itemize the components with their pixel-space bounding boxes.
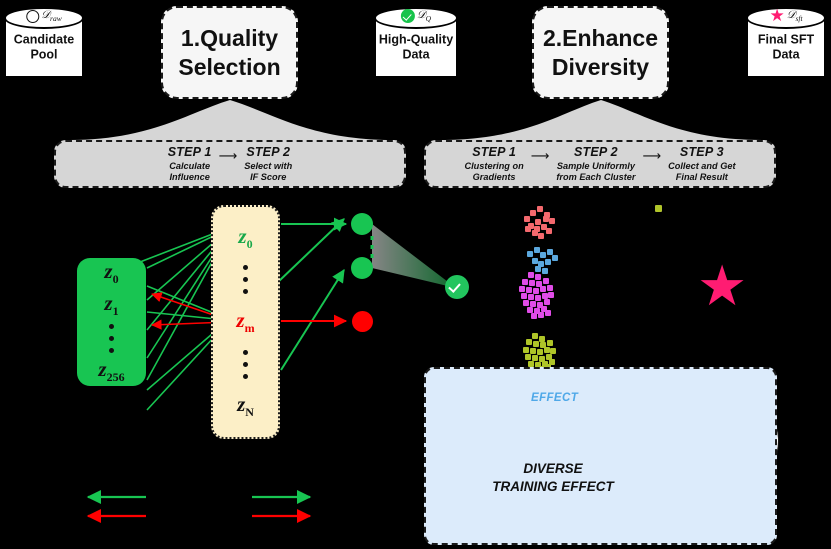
z-label-1: z1	[104, 291, 119, 319]
cluster-olive	[522, 333, 564, 373]
badge-quality: 𝒟Q	[400, 9, 432, 24]
check-icon	[400, 9, 415, 24]
vertical-dots	[243, 265, 248, 295]
candidate-set-box: z0 zm zN	[211, 205, 280, 439]
step-heading: STEP 3	[679, 145, 724, 160]
step-arrow-icon: ⟶	[218, 148, 238, 163]
z-label-256: z256	[98, 356, 125, 384]
effect-label: EFFECT	[531, 392, 579, 404]
badge-raw: 𝒟raw	[26, 9, 62, 24]
funnel-quality	[70, 100, 392, 146]
final-star-icon: ★	[697, 254, 748, 317]
star-icon: ★	[769, 6, 785, 26]
step-arrow-icon: ⟶	[642, 148, 662, 163]
badge-label: 𝒟raw	[41, 9, 62, 24]
step-heading: STEP 1	[167, 145, 212, 160]
accepted-node	[445, 275, 469, 299]
vertical-dots	[109, 323, 114, 353]
cylinder-top	[4, 7, 84, 29]
ring-icon	[26, 9, 40, 23]
cluster-blue	[525, 247, 563, 277]
validation-set-box: z0 z1 z256	[77, 258, 146, 386]
positive-node-1	[351, 213, 373, 235]
z-label-m: zm	[236, 307, 255, 336]
z-label-n: zN	[237, 392, 254, 420]
step-heading: STEP 1	[472, 145, 516, 160]
cluster-magenta	[518, 272, 564, 319]
selection-arrows-green	[277, 217, 348, 371]
legend-arrows	[86, 489, 312, 524]
sampled-column	[655, 205, 671, 375]
step-heading: STEP 2	[246, 145, 291, 160]
cylinder-top	[746, 7, 826, 29]
diverse-training-effect-panel	[424, 367, 777, 545]
positive-node-2	[351, 257, 373, 279]
z-label-0: z0	[104, 259, 119, 287]
badge-label: 𝒟Q	[416, 9, 432, 24]
funnel-diversity	[440, 100, 762, 146]
badge-sft: ★ 𝒟sft	[769, 6, 803, 26]
negative-node	[352, 311, 373, 332]
cluster-red	[522, 206, 562, 242]
vertical-dots	[243, 349, 248, 379]
step-heading: STEP 2	[574, 145, 618, 160]
convergence-fan	[372, 224, 456, 288]
z-label-top: z0	[238, 223, 253, 251]
badge-label: 𝒟sft	[786, 9, 803, 24]
step-arrow-icon: ⟶	[530, 148, 550, 163]
cylinder-top	[374, 7, 458, 29]
